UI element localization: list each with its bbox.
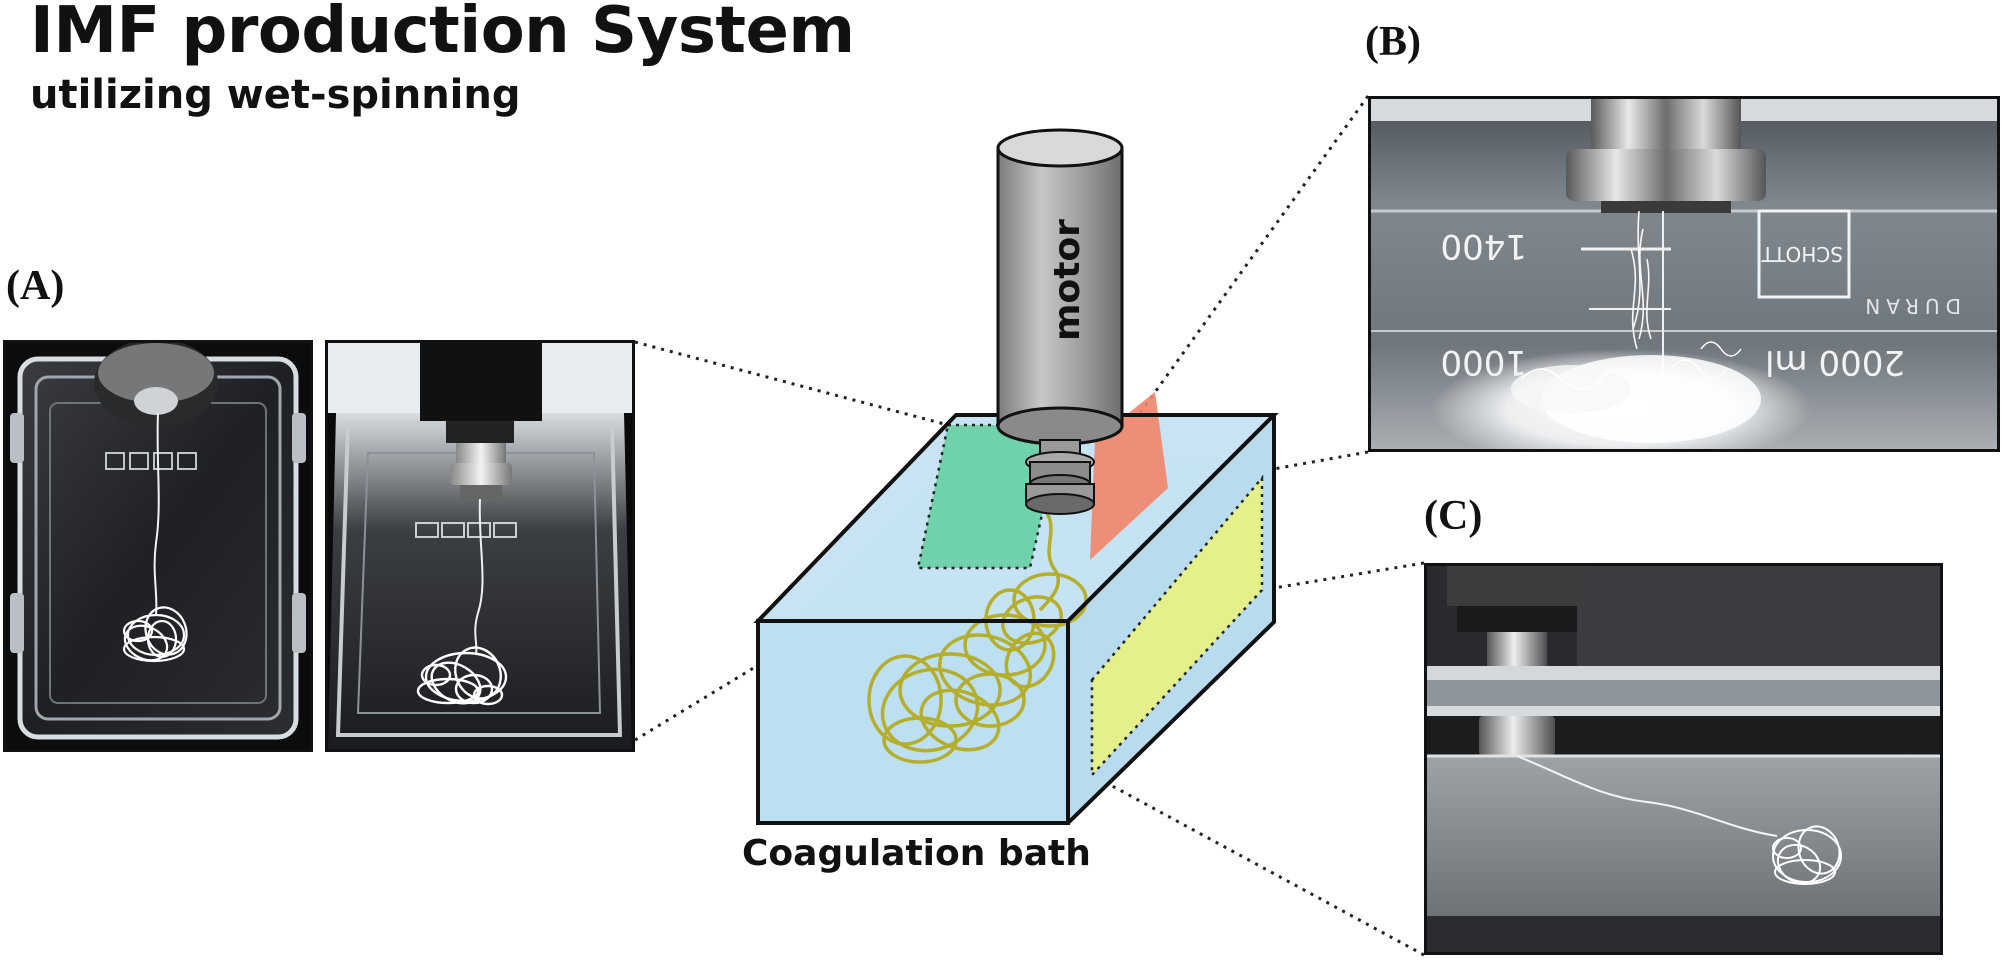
schott-text: SCHOTT [1761, 242, 1843, 266]
panel-a-label: (A) [6, 263, 65, 309]
mark-1400-text: 1400 [1440, 226, 1527, 266]
figure-subtitle: utilizing wet-spinning [30, 72, 521, 118]
motor-label: motor [1047, 219, 1088, 341]
coagulation-bath-label: Coagulation bath [742, 833, 1091, 874]
photo-b-beaker: 1400 1000 2000 ml SCHOTT DURAN [1368, 96, 2000, 452]
panel-c-label: (C) [1424, 493, 1483, 539]
motor [996, 128, 1124, 515]
coagulation-bath [753, 392, 1279, 825]
fiber-tangle [867, 508, 1088, 764]
volume-mark-text: 2000 ml [1765, 342, 1905, 382]
photo-c-side-view [1424, 563, 1943, 955]
photo-a-angled-view [325, 340, 635, 752]
duran-text: DURAN [1859, 294, 1961, 318]
schott-logo: SCHOTT [1757, 209, 1851, 299]
panel-b-label: (B) [1365, 19, 1421, 65]
yellow-view-window [1092, 478, 1262, 775]
figure-title: IMF production System [30, 0, 855, 68]
photo-a-top-view [3, 340, 313, 752]
